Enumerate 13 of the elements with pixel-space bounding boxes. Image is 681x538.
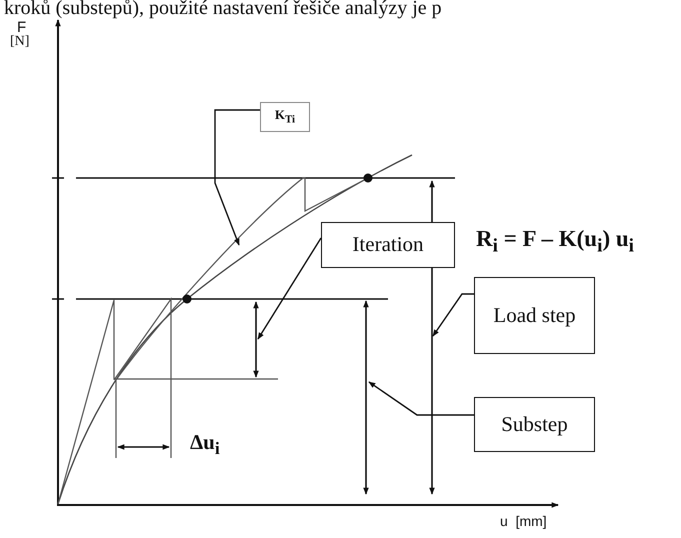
- leader-line: [432, 293, 474, 337]
- leader-line: [214, 109, 260, 246]
- leader-line: [368, 381, 474, 416]
- axis-unit: [N]: [10, 34, 30, 50]
- displacement-increment-label: Δu$_{i}$: [190, 430, 220, 460]
- axis-label: u [mm]: [500, 513, 547, 529]
- residual-formula: R$_{i}$ = F – K(u$_{i}$) u$_{i}$: [476, 226, 634, 258]
- load-step-box: Load step: [474, 277, 595, 354]
- substep-box: Substep: [474, 397, 595, 452]
- axis-label: F: [17, 19, 26, 36]
- iteration-box: Iteration: [321, 222, 455, 268]
- leader-line: [257, 238, 322, 340]
- stiffness-label-box: K$_{Ti}$: [260, 102, 310, 132]
